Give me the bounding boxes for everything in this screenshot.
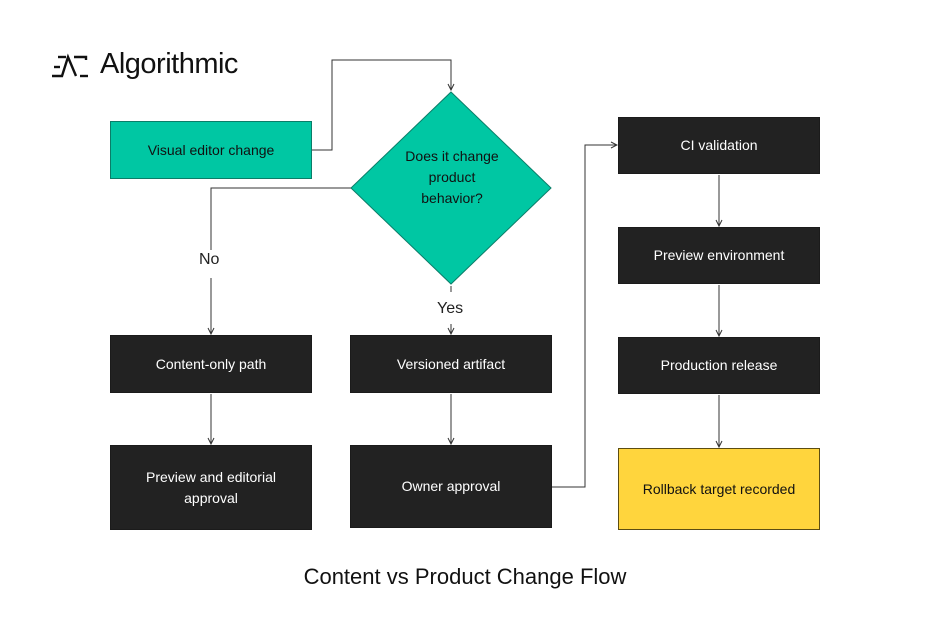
node-production-release[interactable]: Production release bbox=[618, 337, 820, 394]
node-preview-environment[interactable]: Preview environment bbox=[618, 227, 820, 284]
algorithmic-logo-icon bbox=[52, 53, 88, 78]
node-owner-approval[interactable]: Owner approval bbox=[350, 445, 552, 528]
edge-label-no: No bbox=[199, 251, 220, 268]
diagram-title: Content vs Product Change Flow bbox=[303, 564, 627, 589]
node-content-only-path[interactable]: Content-only path bbox=[110, 335, 312, 393]
edge-label-yes: Yes bbox=[437, 300, 464, 317]
edge-editor-to-decision bbox=[312, 59, 451, 151]
edge-no bbox=[210, 187, 351, 250]
brand: Algorithmic bbox=[50, 44, 238, 84]
decision-diamond[interactable] bbox=[350, 91, 552, 285]
node-rollback-target-recorded[interactable]: Rollback target recorded bbox=[618, 448, 820, 530]
node-versioned-artifact[interactable]: Versioned artifact bbox=[350, 335, 552, 393]
node-visual-editor-change[interactable]: Visual editor change bbox=[110, 121, 312, 179]
brand-name: Algorithmic bbox=[100, 47, 238, 80]
node-preview-editorial-approval[interactable]: Preview and editorial approval bbox=[110, 445, 312, 530]
edge-owner-to-ci bbox=[552, 145, 617, 488]
node-ci-validation[interactable]: CI validation bbox=[618, 117, 820, 174]
decision-label: Does it change product behavior? bbox=[405, 148, 499, 206]
